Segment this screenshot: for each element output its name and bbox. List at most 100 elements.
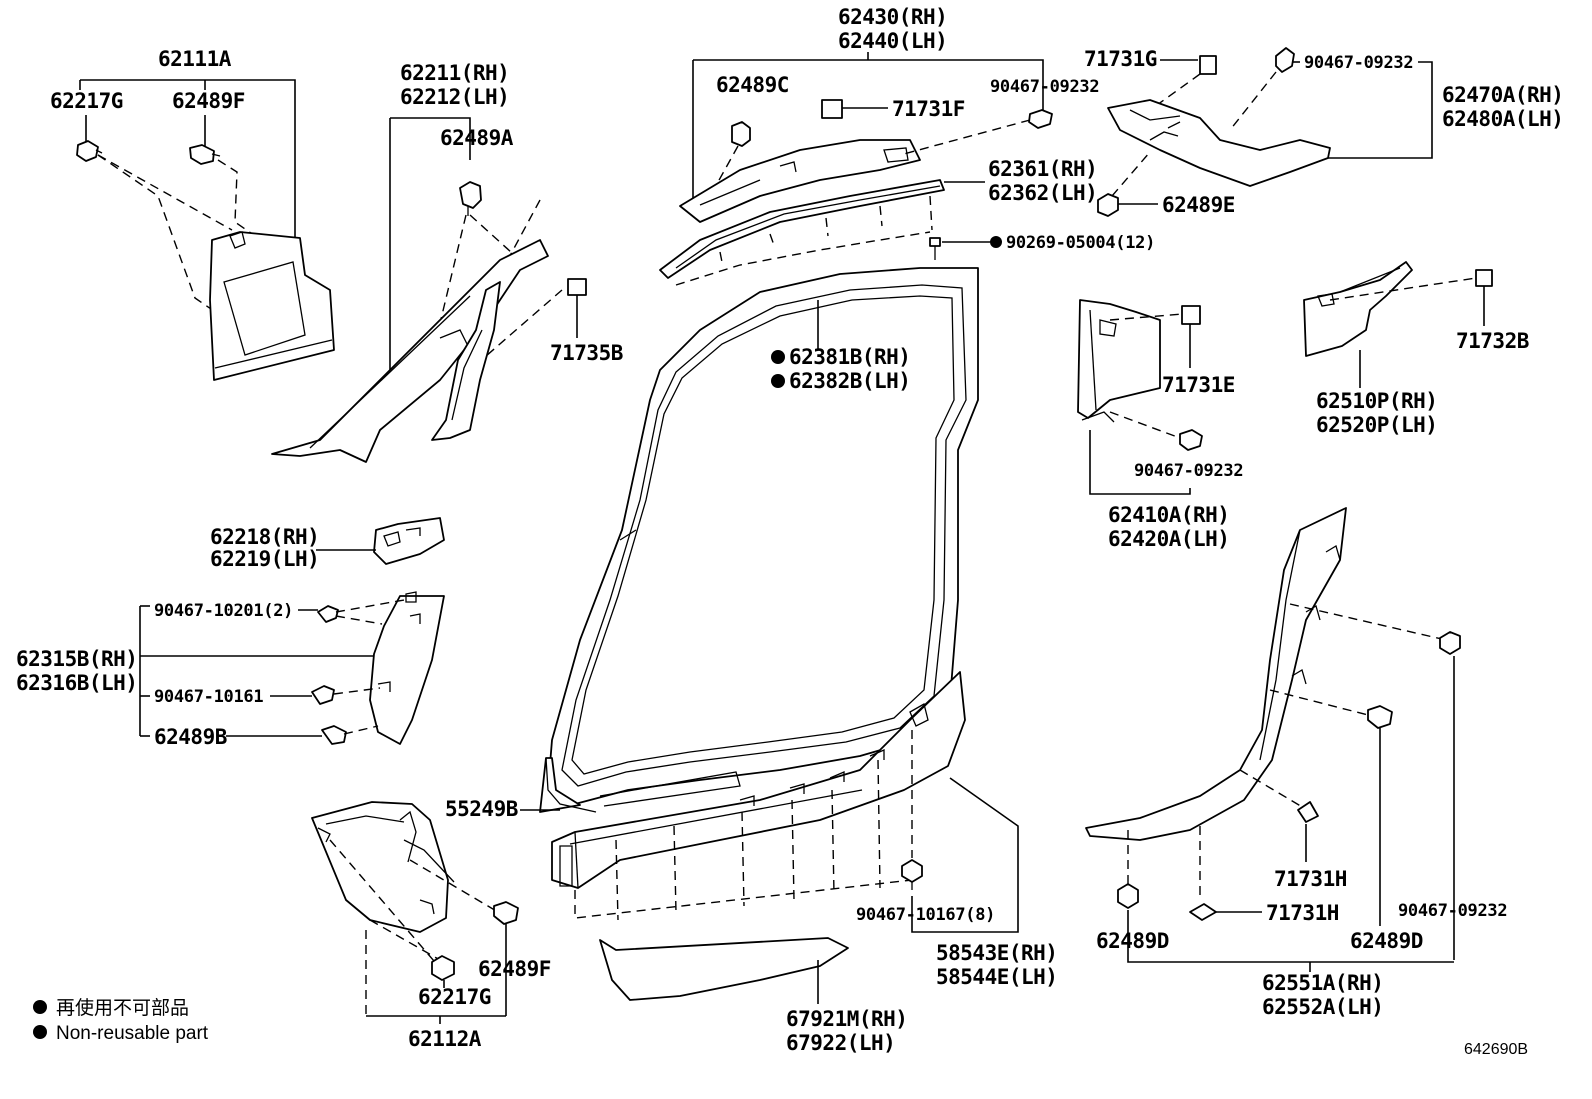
nonreusable-mark-62381B: [771, 350, 785, 364]
label-62211: 62211(RH): [400, 61, 509, 85]
clip-62489C[interactable]: [731, 121, 751, 147]
label-62440: 62440(LH): [838, 29, 947, 53]
clip-62489E[interactable]: [1097, 193, 1119, 217]
pad-71735B[interactable]: [567, 278, 587, 296]
label-71735B: 71735B: [550, 341, 623, 365]
pad-71731G[interactable]: [1199, 55, 1217, 75]
label-62489C: 62489C: [716, 73, 789, 97]
label-62410A: 62410A(RH): [1108, 503, 1229, 527]
label-71731H-a: 71731H: [1274, 867, 1347, 891]
legend-dot-en: [33, 1025, 47, 1039]
label-62510P: 62510P(RH): [1316, 389, 1437, 413]
scuff-plate[interactable]: [551, 671, 966, 889]
part-62361-group: 62361(RH) 62362(LH) 90269-05004(12): [659, 157, 1155, 286]
center-pillar-lower-trim[interactable]: [369, 591, 445, 745]
clip-62489F-top[interactable]: [189, 144, 221, 165]
clip-62489F-bottom[interactable]: [493, 901, 519, 925]
legend-text-en: Non-reusable part: [56, 1023, 209, 1044]
label-71731H-b: 71731H: [1266, 901, 1339, 925]
rear-pillar-garnish[interactable]: [1303, 261, 1413, 357]
label-62362: 62362(LH): [988, 181, 1097, 205]
center-pillar-upper-trim[interactable]: [1077, 299, 1161, 423]
label-62520P: 62520P(LH): [1316, 413, 1437, 437]
nonreusable-mark-90269: [990, 236, 1002, 248]
door-opening-trim[interactable]: [547, 267, 979, 807]
clip-62217G-top[interactable]: [76, 140, 103, 162]
roof-rail-trim[interactable]: [679, 139, 921, 223]
label-62381B: 62381B(RH): [789, 345, 910, 369]
clip-62489A[interactable]: [459, 181, 482, 216]
quarter-trim-panel[interactable]: [209, 231, 335, 381]
label-62361: 62361(RH): [988, 157, 1097, 181]
a-pillar-seal-strip[interactable]: [431, 281, 501, 441]
clip-90467-10201[interactable]: [317, 605, 339, 623]
label-90467-09232-top: 90467-09232: [990, 77, 1099, 97]
label-90467-09232-b: 90467-09232: [1398, 901, 1507, 921]
clip-62489B[interactable]: [321, 725, 347, 745]
clip-62489D-left[interactable]: [1117, 883, 1139, 909]
clip-90467-09232-top[interactable]: [1028, 109, 1053, 129]
label-62420A: 62420A(LH): [1108, 527, 1229, 551]
label-62217G-bottom: 62217G: [418, 985, 491, 1009]
scuff-protector-film[interactable]: [599, 937, 849, 1001]
part-62211-group: 62211(RH) 62212(LH) 62489A 71735B: [271, 61, 623, 463]
clip-90467-10167[interactable]: [901, 859, 923, 890]
label-62111A: 62111A: [158, 47, 232, 71]
clip-90467-09232-b[interactable]: [1439, 631, 1461, 655]
label-62489D-left: 62489D: [1096, 929, 1169, 953]
label-58544E: 58544E(LH): [936, 965, 1057, 989]
part-62315B-group: 90467-10201(2) 62315B(RH) 62316B(LH) 904…: [16, 591, 445, 749]
pad-71731H-a[interactable]: [1297, 801, 1319, 823]
label-62551A: 62551A(RH): [1262, 971, 1383, 995]
anchor-cover-62218[interactable]: [373, 517, 445, 565]
label-58543E: 58543E(RH): [936, 941, 1057, 965]
clip-62489D-right[interactable]: [1367, 705, 1393, 729]
quarter-lower-trim[interactable]: [1085, 507, 1347, 841]
label-62480A: 62480A(LH): [1442, 107, 1563, 131]
label-62430: 62430(RH): [838, 5, 947, 29]
label-62489D-right: 62489D: [1350, 929, 1423, 953]
cowl-side-trim[interactable]: [311, 801, 455, 933]
label-62489F-bottom: 62489F: [478, 957, 551, 981]
a-pillar-trim[interactable]: [271, 239, 549, 463]
label-90467-10167: 90467-10167(8): [856, 905, 995, 925]
roof-weatherstrip[interactable]: [659, 179, 945, 279]
clip-90467-10161[interactable]: [311, 685, 335, 705]
part-62551A-group: 71731H 71731H 90467-09232 62489D 62489D …: [1085, 507, 1508, 1019]
legend: 再使用不可部品 Non-reusable part: [33, 997, 209, 1044]
part-67921M-group: 67921M(RH) 67922(LH): [599, 937, 908, 1055]
label-67922: 67922(LH): [786, 1031, 895, 1055]
pad-71732B[interactable]: [1475, 269, 1493, 287]
label-62316B: 62316B(LH): [16, 671, 137, 695]
label-62112A: 62112A: [408, 1027, 482, 1051]
label-62218: 62218(RH): [210, 525, 319, 549]
part-62430-group: 62430(RH) 62440(LH) 62489C 71731F 90467-…: [679, 5, 1100, 223]
quarter-upper-trim[interactable]: [1107, 99, 1331, 187]
diagram-code: 642690B: [1464, 1041, 1528, 1058]
pad-71731F[interactable]: [821, 99, 843, 119]
clip-90467-09232-r[interactable]: [1275, 47, 1295, 73]
part-62111A-group: 62111A 62217G 62489F: [50, 47, 335, 381]
clip-62217G-bottom[interactable]: [431, 955, 455, 981]
label-90467-09232-r: 90467-09232: [1304, 53, 1413, 73]
screw-90269-05004[interactable]: [929, 237, 941, 260]
clip-90467-09232-m[interactable]: [1179, 429, 1203, 451]
label-90467-09232-m: 90467-09232: [1134, 461, 1243, 481]
label-55249B: 55249B: [445, 797, 518, 821]
label-62489E: 62489E: [1162, 193, 1235, 217]
part-62112A-group: 62489F 62217G 62112A: [311, 801, 551, 1051]
part-55249B[interactable]: [539, 757, 597, 813]
pad-71731H-b[interactable]: [1189, 903, 1217, 921]
label-62489A: 62489A: [440, 126, 514, 150]
label-62470A: 62470A(RH): [1442, 83, 1563, 107]
label-90467-10161: 90467-10161: [154, 687, 263, 707]
label-62382B: 62382B(LH): [789, 369, 910, 393]
label-90467-10201: 90467-10201(2): [154, 601, 293, 621]
label-62219: 62219(LH): [210, 547, 319, 571]
label-67921M: 67921M(RH): [786, 1007, 907, 1031]
legend-dot-ja: [33, 1000, 47, 1014]
part-62410A-group: 71731E 90467-09232 62410A(RH) 62420A(LH): [1077, 299, 1244, 551]
pad-71731E[interactable]: [1181, 305, 1201, 325]
nonreusable-mark-62382B: [771, 374, 785, 388]
